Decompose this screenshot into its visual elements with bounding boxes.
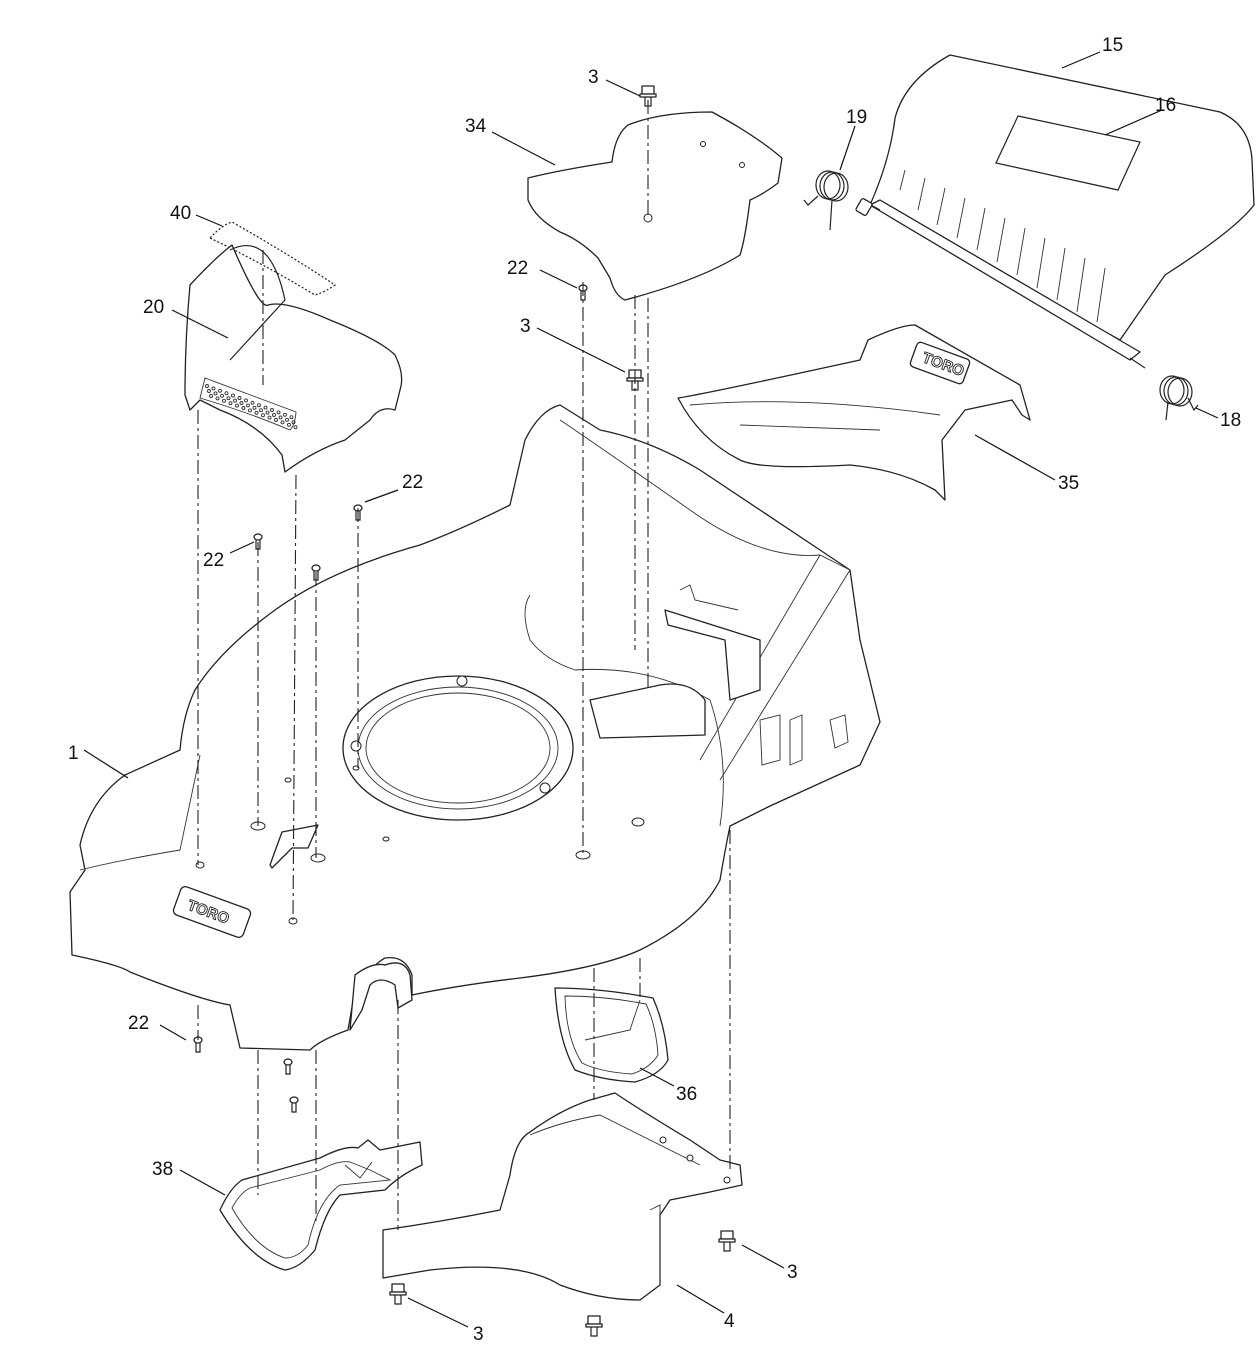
grille-hole	[239, 401, 244, 405]
callout-3-bottom: 3	[473, 1324, 484, 1345]
grille-hole	[257, 403, 261, 408]
grille-hole	[231, 393, 235, 398]
grille-hole	[235, 403, 239, 408]
fasteners	[193, 85, 736, 1337]
callout-40: 40	[170, 203, 191, 224]
rear-door-part-15	[855, 54, 1255, 369]
grille-hole	[228, 401, 233, 406]
grille-hole	[233, 398, 237, 403]
grille-hole	[276, 410, 281, 415]
grille-hole	[246, 403, 250, 408]
grille-hole	[207, 389, 211, 393]
grille-hole	[287, 422, 291, 427]
leader-lines	[83, 51, 1219, 1328]
front-cover-part-20	[184, 244, 403, 473]
callout-3-right: 3	[787, 1262, 798, 1283]
spring-part-18	[1159, 375, 1199, 421]
grille-holes	[205, 384, 298, 430]
callout-20: 20	[143, 297, 164, 318]
grille-hole	[250, 400, 255, 405]
grille-hole	[213, 391, 218, 396]
grille-hole	[289, 415, 294, 420]
callout-22-left: 22	[203, 550, 224, 571]
grille-hole	[261, 413, 265, 418]
flange-bolt	[389, 1283, 407, 1305]
grille-hole	[263, 405, 268, 410]
grille-hole	[222, 398, 226, 403]
grille-hole	[226, 396, 231, 401]
grille-hole	[224, 391, 229, 396]
grille-hole	[220, 393, 224, 398]
decal-part-16	[995, 115, 1141, 191]
grille-hole	[274, 418, 278, 422]
grille-hole	[215, 396, 220, 401]
screw	[289, 1096, 299, 1113]
assembly-lines	[197, 100, 731, 1230]
flange-bolt	[585, 1315, 603, 1337]
callout-3-top: 3	[588, 67, 599, 88]
grille-hole	[209, 394, 213, 398]
baffle-part-36	[554, 987, 669, 1083]
callout-16: 16	[1155, 95, 1176, 116]
flange-bolt	[718, 1230, 736, 1252]
screw	[283, 1058, 293, 1075]
callout-15: 15	[1102, 35, 1123, 56]
deck-part-1: TORO	[69, 404, 881, 1051]
grille-hole	[280, 420, 285, 425]
callout-36: 36	[676, 1084, 697, 1105]
callout-22-right: 22	[402, 472, 423, 493]
callout-18: 18	[1220, 410, 1241, 431]
callout-1: 1	[68, 743, 79, 764]
callout-labels: 15 16 19 18 35 3 34 3 22 40 20 22 22 1 2…	[68, 35, 1241, 1345]
decal-part-40	[209, 221, 337, 296]
grille-hole	[259, 408, 263, 413]
grille-hole	[293, 425, 298, 430]
callout-38: 38	[152, 1159, 173, 1180]
grille-hole	[270, 408, 274, 412]
grille-hole	[265, 410, 270, 415]
chute-part-35: TORO	[677, 324, 1031, 501]
cover-plate-part-34	[527, 111, 783, 301]
grille-hole	[218, 388, 222, 393]
grille-hole	[267, 415, 272, 420]
grille-hole	[291, 420, 296, 425]
spring-part-19	[803, 170, 849, 231]
grille-hole	[285, 417, 289, 422]
callout-34: 34	[465, 116, 487, 137]
callout-3-mid: 3	[520, 316, 531, 337]
baffle-part-38	[219, 1139, 423, 1271]
grille-hole	[272, 413, 276, 417]
callout-22-top: 22	[507, 258, 528, 279]
callout-35: 35	[1058, 473, 1079, 494]
baffle-part-4	[382, 1092, 743, 1301]
grille-hole	[211, 386, 216, 391]
grille-hole	[248, 408, 252, 413]
grille-hole	[283, 412, 287, 417]
grille-hole	[237, 396, 242, 400]
callout-19: 19	[846, 107, 867, 128]
grille-hole	[244, 398, 248, 403]
grille-hole	[205, 384, 209, 388]
grille-hole	[241, 406, 246, 410]
callout-4: 4	[724, 1311, 735, 1332]
grille-hole	[252, 405, 257, 410]
grille-hole	[278, 415, 283, 420]
grille-hole	[254, 410, 259, 415]
callout-22-bottom: 22	[128, 1013, 149, 1034]
